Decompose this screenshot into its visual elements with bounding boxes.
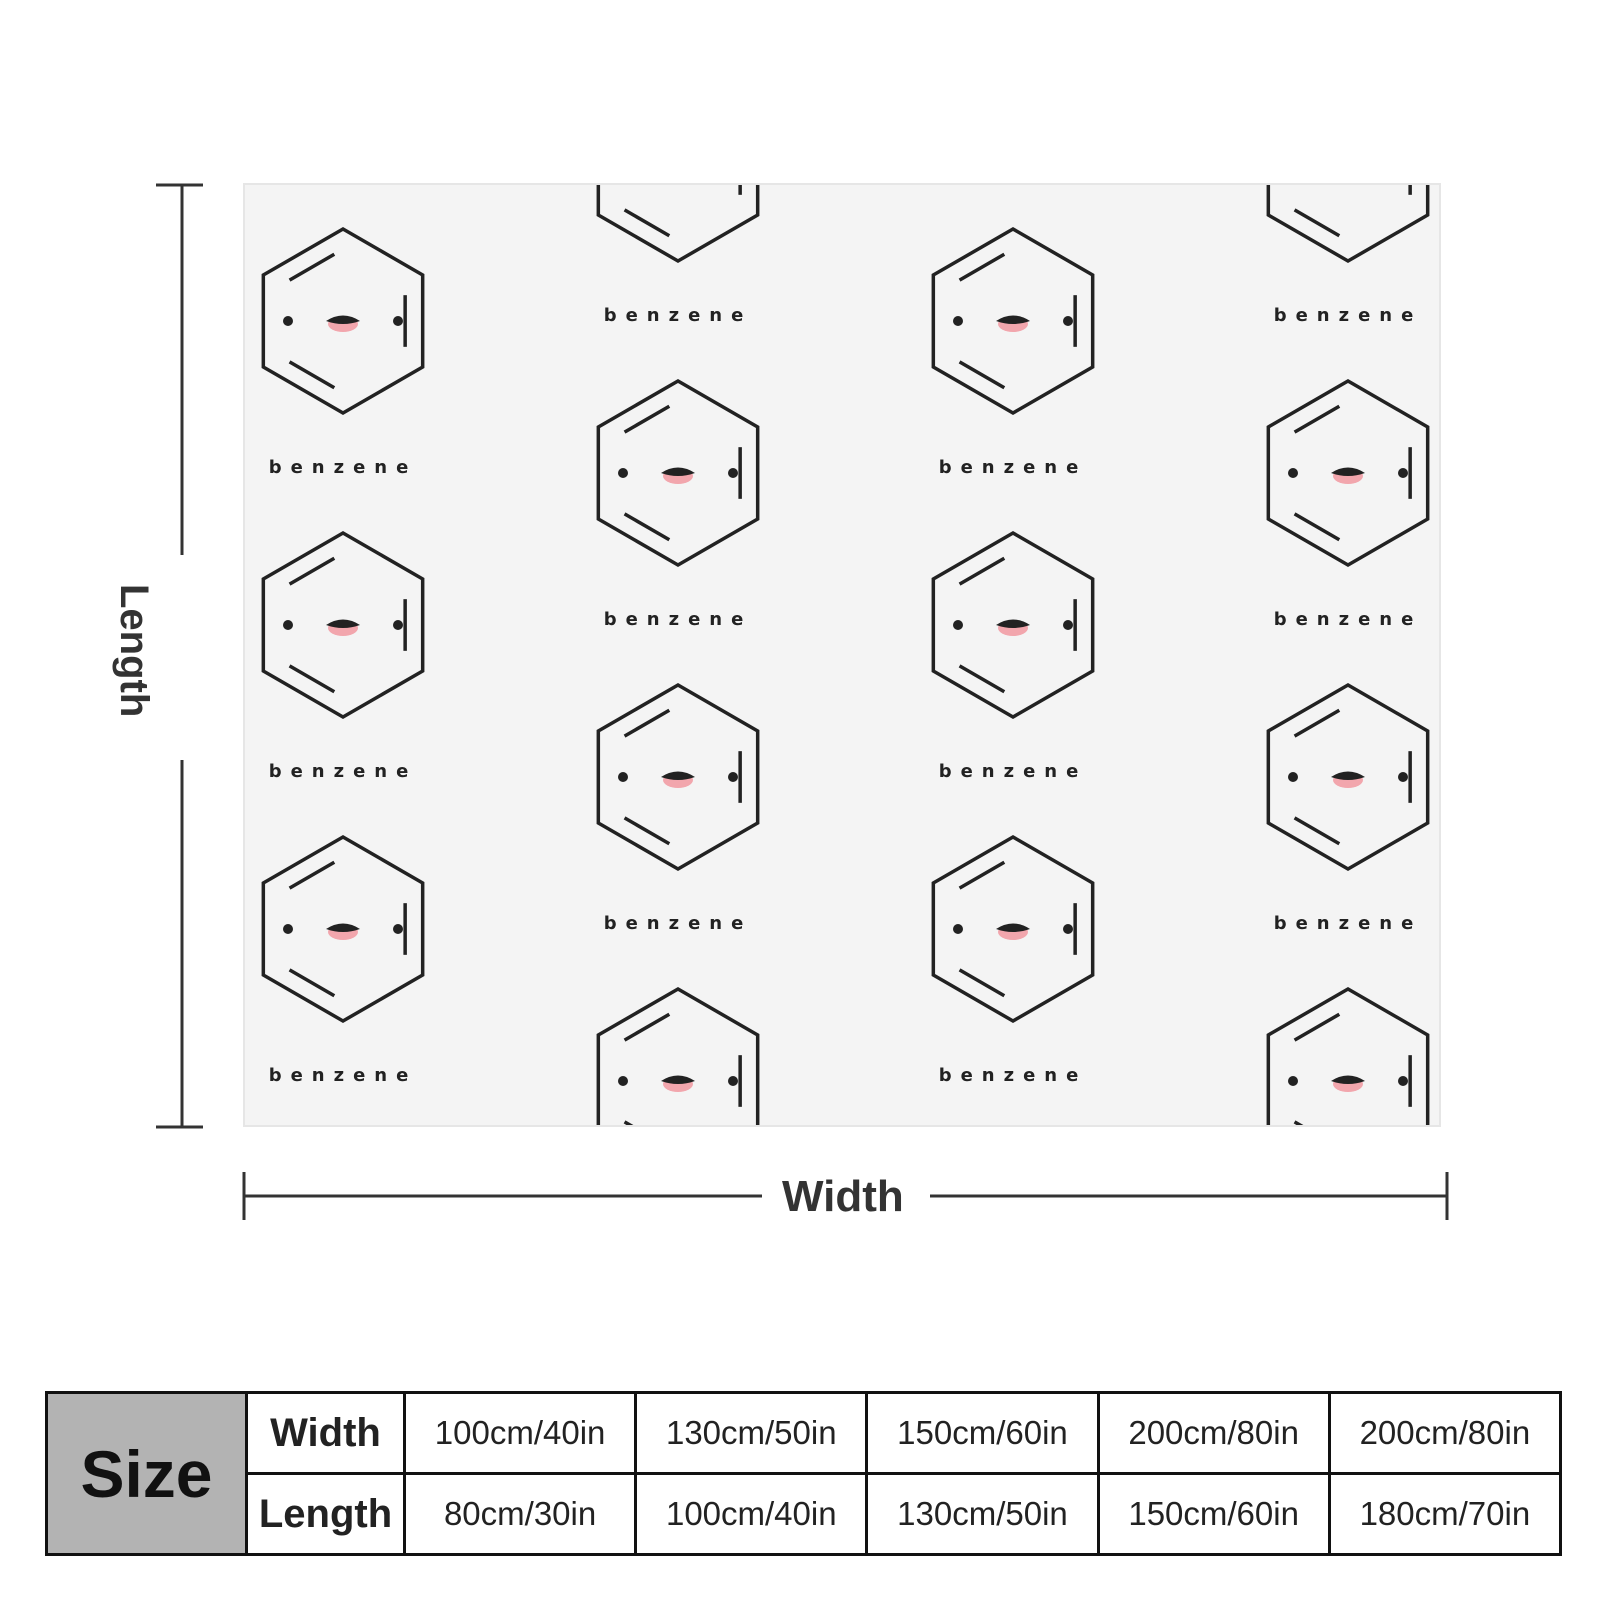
benzene-face [1266, 185, 1430, 264]
benzene-pattern: benzene benzene benzene benzene benzene benze… [261, 185, 1430, 1125]
benzene-face [931, 834, 1095, 1024]
table-cell: 130cm/50in [634, 1391, 869, 1475]
benzene-label: benzene [1274, 913, 1423, 934]
benzene-label: benzene [604, 913, 753, 934]
table-cell: 200cm/80in [1096, 1391, 1331, 1475]
benzene-label: benzene [1274, 305, 1423, 326]
benzene-label: benzene [604, 305, 753, 326]
benzene-label: benzene [269, 761, 418, 782]
benzene-face [931, 226, 1095, 416]
benzene-label: benzene [939, 1065, 1088, 1086]
benzene-label: benzene [269, 1065, 418, 1086]
table-cell: 180cm/70in [1327, 1472, 1563, 1556]
table-cell: 100cm/40in [402, 1391, 638, 1475]
size-title: Size [45, 1391, 248, 1556]
benzene-face [596, 378, 760, 568]
benzene-label: benzene [1274, 609, 1423, 630]
table-cell: 130cm/50in [865, 1472, 1100, 1556]
benzene-label: benzene [604, 609, 753, 630]
benzene-face [261, 530, 425, 720]
benzene-face [1266, 682, 1430, 872]
table-cell: 200cm/80in [1327, 1391, 1563, 1475]
width-label: Width [770, 1172, 916, 1222]
benzene-face [261, 834, 425, 1024]
benzene-label: benzene [939, 761, 1088, 782]
blanket-preview: benzene benzene benzene benzene benzene benze… [243, 183, 1441, 1127]
benzene-face [596, 185, 760, 264]
table-cell: 150cm/60in [865, 1391, 1100, 1475]
row-label-length: Length [245, 1472, 406, 1556]
table-cell: 100cm/40in [634, 1472, 869, 1556]
benzene-face [596, 682, 760, 872]
length-label: Length [111, 578, 156, 724]
benzene-face [1266, 986, 1430, 1125]
table-cell: 80cm/30in [402, 1472, 638, 1556]
benzene-label: benzene [269, 457, 418, 478]
table-cell: 150cm/60in [1096, 1472, 1331, 1556]
benzene-face [931, 530, 1095, 720]
benzene-face [1266, 378, 1430, 568]
benzene-face [261, 226, 425, 416]
benzene-face [596, 986, 760, 1125]
benzene-label: benzene [939, 457, 1088, 478]
row-label-width: Width [245, 1391, 406, 1475]
table-row: Size Width 100cm/40in 130cm/50in 150cm/6… [45, 1391, 1563, 1556]
size-table: Size Width 100cm/40in 130cm/50in 150cm/6… [45, 1391, 1563, 1556]
table-row: Length 80cm/30in 100cm/40in 130cm/50in 1… [47, 1472, 1563, 1556]
